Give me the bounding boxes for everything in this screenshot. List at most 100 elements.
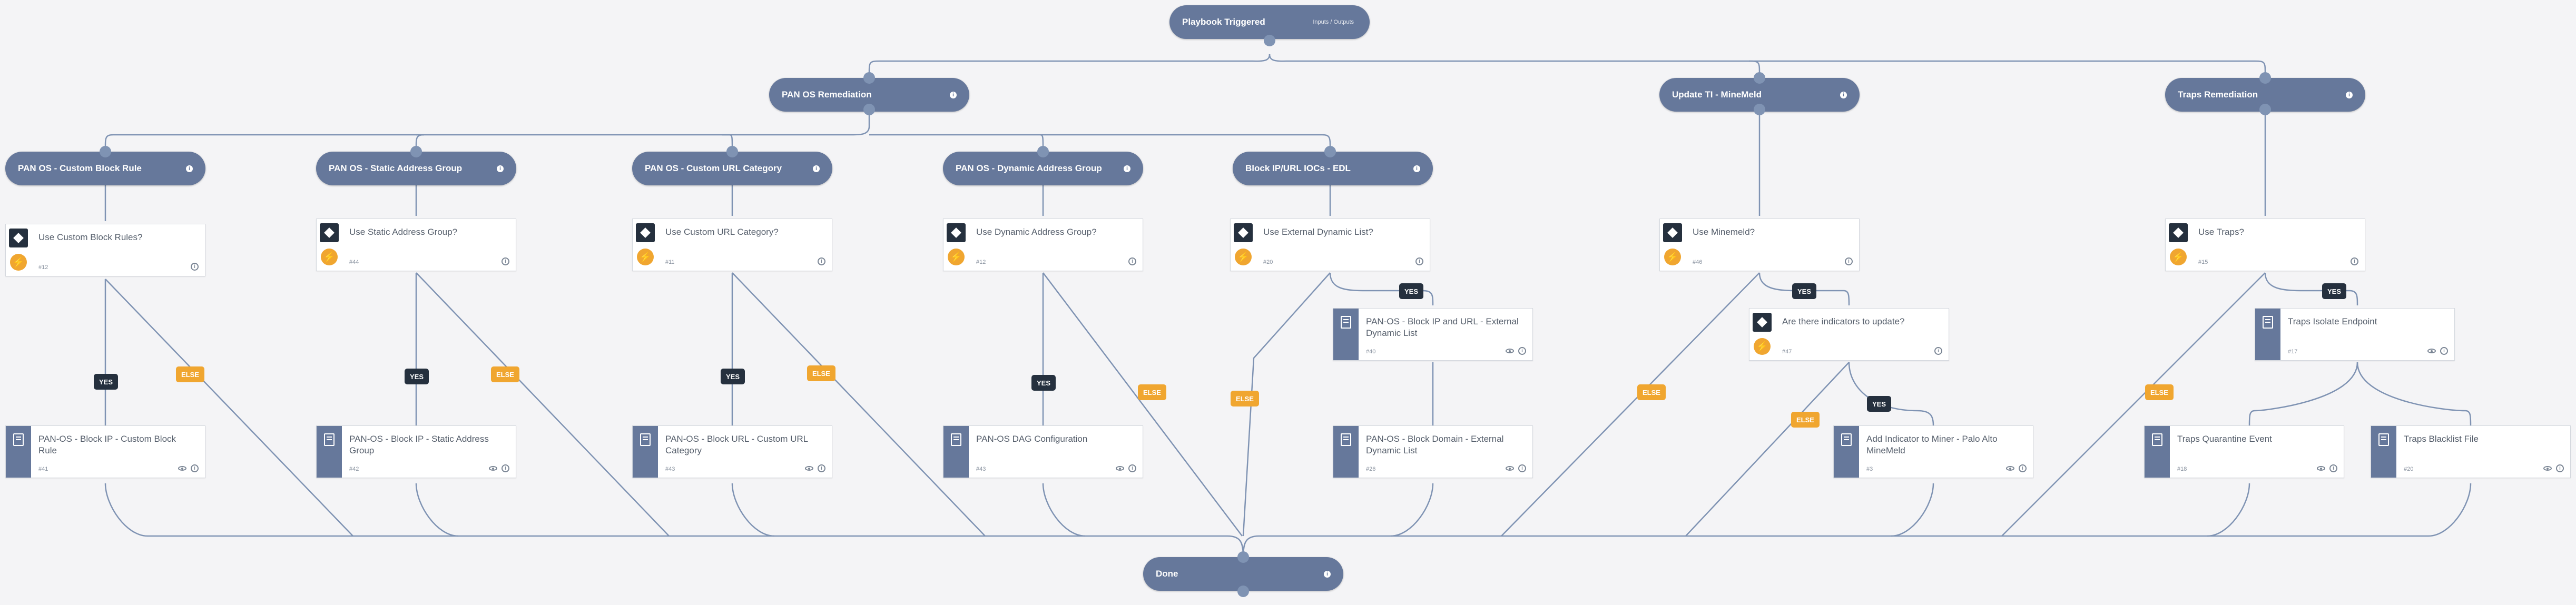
playbook-icon	[2378, 433, 2389, 446]
connector-port[interactable]	[726, 146, 738, 157]
connector-port[interactable]	[2259, 104, 2271, 115]
block-ioc-edl-node[interactable]: Block IP/URL IOCs - EDL i	[1233, 152, 1433, 185]
info-icon[interactable]: i	[191, 263, 199, 271]
start-label: Playbook Triggered	[1182, 17, 1265, 27]
else-badge: ELSE	[1231, 391, 1259, 406]
condition-custom-url-category[interactable]: ⚡ Use Custom URL Category? #11 i	[632, 219, 832, 271]
yes-badge: YES	[1867, 396, 1892, 412]
info-icon[interactable]: i	[818, 257, 825, 265]
condition-dynamic-address-group[interactable]: ⚡ Use Dynamic Address Group? #12 i	[943, 219, 1143, 271]
condition-external-dynamic-list[interactable]: ⚡ Use External Dynamic List? #20 i	[1230, 219, 1430, 271]
task-block-ip-custom-block-rule[interactable]: PAN-OS - Block IP - Custom Block Rule #4…	[5, 425, 205, 478]
connector-port[interactable]	[863, 72, 875, 84]
connector-port[interactable]	[1037, 146, 1049, 157]
condition-use-minemeld[interactable]: ⚡ Use Minemeld? #46 i	[1659, 219, 1860, 271]
eye-icon[interactable]	[805, 466, 813, 471]
info-icon[interactable]: i	[1518, 464, 1526, 472]
connector-port[interactable]	[1324, 146, 1336, 157]
info-icon[interactable]: i	[818, 464, 825, 472]
playbook-icon	[1841, 433, 1852, 446]
condition-title: Use Minemeld?	[1693, 227, 1755, 237]
info-icon[interactable]: i	[502, 464, 509, 472]
eye-icon[interactable]	[2427, 349, 2436, 353]
info-icon[interactable]: i	[1415, 257, 1423, 265]
info-icon[interactable]: i	[1124, 165, 1130, 172]
update-ti-label: Update TI - MineMeld	[1672, 90, 1762, 100]
eye-icon[interactable]	[1506, 349, 1514, 353]
info-icon[interactable]: i	[1324, 570, 1331, 578]
task-title: PAN-OS - Block IP and URL - External Dyn…	[1366, 316, 1519, 338]
playbook-icon	[1341, 316, 1351, 329]
playbook-triggered-node[interactable]: Playbook Triggered Inputs / Outputs	[1169, 5, 1370, 39]
connector-port[interactable]	[1754, 72, 1765, 84]
task-traps-blacklist-file[interactable]: Traps Blacklist File #20 i	[2371, 425, 2571, 478]
task-traps-quarantine-event[interactable]: Traps Quarantine Event #18 i	[2144, 425, 2344, 478]
task-dag-configuration[interactable]: PAN-OS DAG Configuration #43 i	[943, 425, 1143, 478]
connector-port[interactable]	[2259, 72, 2271, 84]
info-icon[interactable]: i	[502, 257, 509, 265]
connector-port[interactable]	[863, 104, 875, 115]
info-icon[interactable]: i	[497, 165, 504, 172]
task-id: #42	[349, 466, 359, 472]
eye-icon[interactable]	[1506, 466, 1514, 471]
connector-port[interactable]	[100, 146, 111, 157]
info-icon[interactable]: i	[2329, 464, 2337, 472]
eye-icon[interactable]	[2006, 466, 2014, 471]
info-icon[interactable]: i	[950, 91, 957, 98]
bolt-icon: ⚡	[948, 249, 965, 265]
task-id: #41	[38, 466, 48, 472]
connector-port[interactable]	[1754, 104, 1765, 115]
else-badge: ELSE	[491, 366, 519, 382]
task-traps-isolate-endpoint[interactable]: Traps Isolate Endpoint #17 i	[2255, 308, 2455, 361]
eye-icon[interactable]	[1116, 466, 1124, 471]
info-icon[interactable]: i	[186, 165, 193, 172]
task-add-indicator-minemeld[interactable]: Add Indicator to Miner - Palo Alto MineM…	[1833, 425, 2033, 478]
info-icon[interactable]: i	[1413, 165, 1420, 172]
info-icon[interactable]: i	[2019, 464, 2027, 472]
task-block-url-custom-url-category[interactable]: PAN-OS - Block URL - Custom URL Category…	[632, 425, 832, 478]
eye-icon[interactable]	[2317, 466, 2325, 471]
pan-os-remediation-label: PAN OS Remediation	[782, 90, 872, 100]
info-icon[interactable]: i	[813, 165, 820, 172]
bolt-icon: ⚡	[2170, 249, 2187, 265]
connector-port[interactable]	[1237, 586, 1249, 597]
task-block-domain-edl[interactable]: PAN-OS - Block Domain - External Dynamic…	[1333, 425, 1533, 478]
connector-port[interactable]	[410, 146, 422, 157]
task-id: #47	[1782, 349, 1792, 355]
eye-icon[interactable]	[2543, 466, 2552, 471]
static-address-group-label: PAN OS - Static Address Group	[329, 163, 463, 173]
bolt-icon: ⚡	[10, 254, 27, 271]
condition-custom-block-rules[interactable]: ⚡ Use Custom Block Rules? #12 i	[5, 224, 205, 276]
info-icon[interactable]: i	[1128, 464, 1136, 472]
info-icon[interactable]: i	[2556, 464, 2564, 472]
info-icon[interactable]: i	[1840, 91, 1847, 98]
info-icon[interactable]: i	[1934, 347, 1942, 355]
connector-port[interactable]	[1264, 35, 1275, 46]
task-id: #11	[665, 259, 675, 265]
info-icon[interactable]: i	[191, 464, 199, 472]
info-icon[interactable]: i	[1845, 257, 1853, 265]
task-block-ip-url-edl[interactable]: PAN-OS - Block IP and URL - External Dyn…	[1333, 308, 1533, 361]
yes-badge: YES	[1399, 283, 1424, 299]
eye-icon[interactable]	[178, 466, 186, 471]
task-block-ip-static-address-group[interactable]: PAN-OS - Block IP - Static Address Group…	[316, 425, 516, 478]
info-icon[interactable]: i	[2351, 257, 2358, 265]
task-id: #26	[1366, 466, 1376, 472]
else-badge: ELSE	[176, 366, 204, 382]
condition-indicators-to-update[interactable]: ⚡ Are there indicators to update? #47 i	[1749, 308, 1949, 361]
yes-badge: YES	[405, 369, 429, 384]
connector-port[interactable]	[1237, 551, 1249, 563]
inputs-outputs-link[interactable]: Inputs / Outputs	[1313, 19, 1354, 25]
playbook-icon	[13, 433, 24, 446]
dynamic-address-group-label: PAN OS - Dynamic Address Group	[956, 163, 1102, 173]
condition-static-address-group[interactable]: ⚡ Use Static Address Group? #44 i	[316, 219, 516, 271]
eye-icon[interactable]	[489, 466, 497, 471]
condition-use-traps[interactable]: ⚡ Use Traps? #15 i	[2165, 219, 2365, 271]
info-icon[interactable]: i	[2346, 91, 2353, 98]
info-icon[interactable]: i	[1128, 257, 1136, 265]
info-icon[interactable]: i	[2440, 347, 2448, 355]
else-badge: ELSE	[2145, 384, 2174, 400]
task-id: #3	[1866, 466, 1873, 472]
bolt-icon: ⚡	[1664, 249, 1681, 265]
info-icon[interactable]: i	[1518, 347, 1526, 355]
